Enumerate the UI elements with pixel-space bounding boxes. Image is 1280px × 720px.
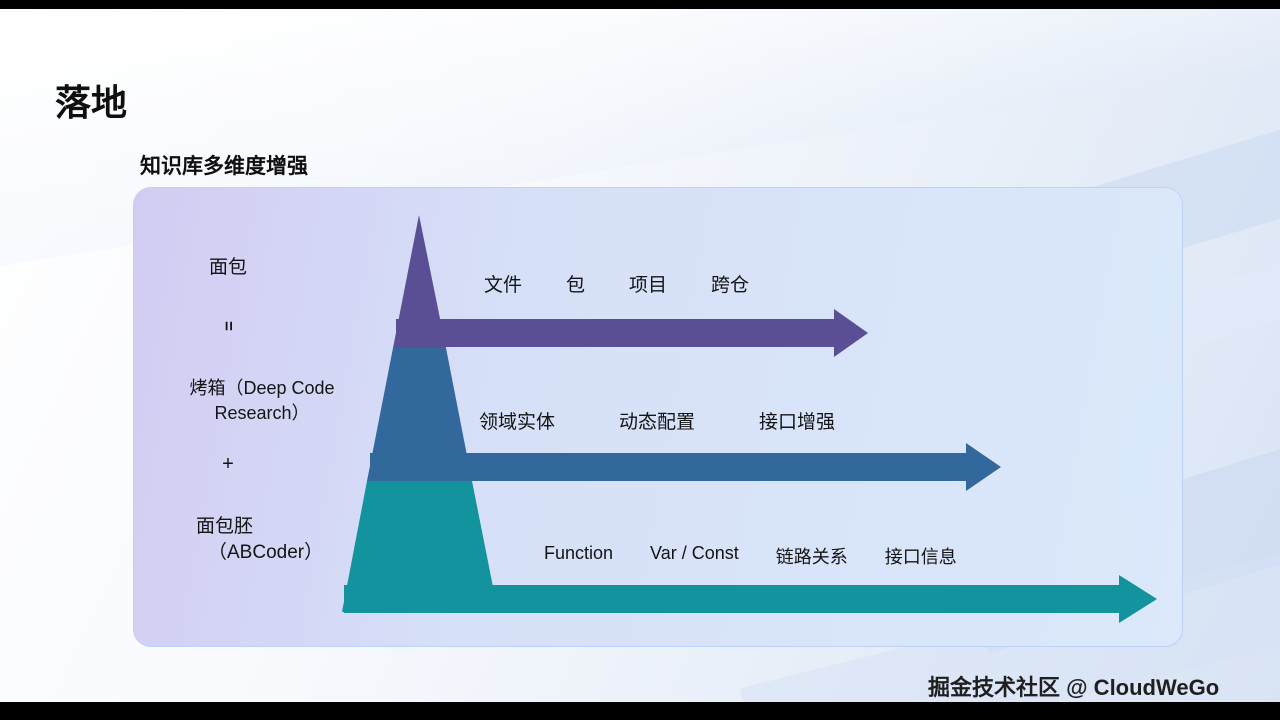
arrow-middle: [370, 443, 1001, 491]
watermark: 掘金技术社区 @ CloudWeGo: [928, 675, 1220, 700]
label-dough-line1: 面包胚: [196, 516, 254, 537]
label-cross-repo: 跨仓: [711, 275, 750, 296]
section-subtitle: 知识库多维度增强: [140, 155, 308, 178]
label-oven-line1: 烤箱（Deep Code: [189, 378, 335, 398]
pyramid-layer-bottom: [342, 481, 498, 612]
plus-sign: +: [222, 453, 234, 475]
pyramid-layer-middle: [367, 348, 472, 481]
top-black-bar: [0, 0, 1280, 9]
bottom-black-bar: [0, 702, 1280, 720]
pyramid-layer-top: [393, 215, 446, 348]
label-bread: 面包: [208, 257, 247, 278]
arrow-middle-labels: 领域实体 动态配置 接口增强: [479, 407, 835, 434]
label-dough: 面包胚 （ABCoder）: [196, 514, 323, 566]
label-function: Function: [544, 543, 614, 563]
label-oven-line2: Research）: [214, 403, 310, 423]
label-package: 包: [566, 275, 586, 296]
label-interface-enhance: 接口增强: [759, 412, 836, 433]
label-link-relation: 链路关系: [775, 547, 848, 567]
label-domain-entity: 领域实体: [479, 412, 556, 433]
page-title: 落地: [55, 82, 128, 123]
arrow-top: [396, 309, 868, 357]
label-project: 项目: [629, 275, 668, 296]
label-dough-line2: （ABCoder）: [208, 542, 324, 563]
label-dynamic-config: 动态配置: [619, 412, 696, 433]
equals-sign: =: [219, 321, 238, 331]
arrow-top-labels: 文件 包 项目 跨仓: [484, 270, 749, 297]
arrow-bottom-labels: Function Var / Const 链路关系 接口信息: [544, 543, 957, 569]
label-var-const: Var / Const: [650, 543, 739, 563]
label-file: 文件: [484, 275, 523, 296]
label-interface-info: 接口信息: [884, 547, 957, 567]
label-oven: 烤箱（Deep Code Research）: [147, 376, 377, 426]
diagram-panel: 面包 = 烤箱（Deep Code Research） + 面包胚 （ABCod…: [133, 187, 1183, 647]
